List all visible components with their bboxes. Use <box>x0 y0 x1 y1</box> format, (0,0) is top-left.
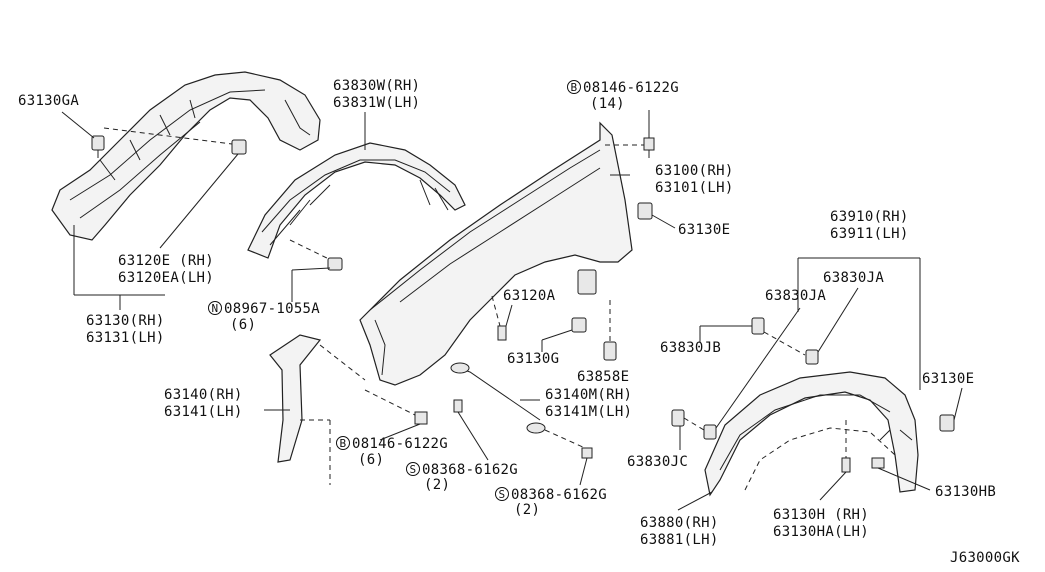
label-63120EA: 63120EA(LH) <box>118 270 215 286</box>
label-08967-code: 08967-1055A <box>224 301 321 317</box>
label-63881: 63881(LH) <box>640 532 719 548</box>
bracket-63140 <box>264 334 366 485</box>
label-08146-top-code: 08146-6122G <box>583 80 680 96</box>
label-63858E: 63858E <box>577 369 630 385</box>
label-63120E: 63120E (RH) <box>118 253 215 269</box>
label-63880: 63880(RH) <box>640 515 719 531</box>
fender-liner-63130 <box>51 71 321 241</box>
screw-08368-a <box>453 399 489 461</box>
label-63140M: 63140M(RH) <box>545 387 633 403</box>
leader-63130 <box>73 225 165 310</box>
label-08368-b-qty: (2) <box>514 502 541 518</box>
label-63910: 63910(RH) <box>830 209 909 225</box>
clip-63858E <box>603 300 617 361</box>
fender-63100 <box>359 121 645 386</box>
clip-63130GA <box>61 111 241 158</box>
arch-molding-63910 <box>704 371 919 497</box>
n-prefix-icon: N <box>208 301 222 315</box>
label-63140: 63140(RH) <box>164 387 243 403</box>
label-63101: 63101(LH) <box>655 180 734 196</box>
clip-63130G <box>541 317 587 352</box>
label-63830W: 63830W(RH) <box>333 78 421 94</box>
bolt-08146-top <box>643 110 655 158</box>
label-08146-top-qty: (14) <box>590 96 625 112</box>
clip-63830JA-a <box>703 307 801 440</box>
label-63830JB: 63830JB <box>660 340 722 356</box>
label-63830JC: 63830JC <box>627 454 689 470</box>
screw-63130HB <box>871 457 931 491</box>
label-63830JA-a: 63830JA <box>765 288 827 304</box>
label-63830JA-b: 63830JA <box>823 270 885 286</box>
label-63130E-top: 63130E <box>678 222 731 238</box>
screw-63130H <box>819 420 851 501</box>
clip-63120E <box>159 139 247 249</box>
label-63130H: 63130H (RH) <box>773 507 870 523</box>
screw-08368-b <box>544 429 593 486</box>
label-63120A: 63120A <box>503 288 556 304</box>
label-63131: 63131(LH) <box>86 330 165 346</box>
label-63130GA: 63130GA <box>18 93 80 109</box>
clip-63130E-top <box>637 202 676 229</box>
clip-63830JC <box>671 409 705 450</box>
label-63130E-right: 63130E <box>922 371 975 387</box>
stay-rod-63140M <box>450 362 546 434</box>
leader-63880 <box>677 491 713 511</box>
label-63911: 63911(LH) <box>830 226 909 242</box>
s-prefix-icon: S <box>495 487 509 501</box>
label-63130HA: 63130HA(LH) <box>773 524 870 540</box>
label-63141: 63141(LH) <box>164 404 243 420</box>
label-63130: 63130(RH) <box>86 313 165 329</box>
b-prefix-icon: B <box>336 436 350 450</box>
clip-63130E-right <box>939 387 963 432</box>
s-prefix-icon: S <box>406 462 420 476</box>
label-63831W: 63831W(LH) <box>333 95 421 111</box>
label-08967-qty: (6) <box>230 317 257 333</box>
label-08146-bottom-code: 08146-6122G <box>352 436 449 452</box>
label-08368-b-code: 08368-6162G <box>511 487 608 503</box>
label-08368-a-qty: (2) <box>424 477 451 493</box>
leader-63910 <box>797 257 921 390</box>
label-08368-a-code: 08368-6162G <box>422 462 519 478</box>
label-63130HB: 63130HB <box>935 484 997 500</box>
label-08146-bottom-qty: (6) <box>358 452 385 468</box>
label-63100: 63100(RH) <box>655 163 734 179</box>
bolt-08146-bottom <box>364 389 428 441</box>
clip-63830JB <box>699 317 806 356</box>
diagram-code: J63000GK <box>950 550 1020 566</box>
b-prefix-icon: B <box>567 80 581 94</box>
splash-shield-63830W <box>247 112 466 302</box>
label-63141M: 63141M(LH) <box>545 404 633 420</box>
clip-63830JA-b <box>805 287 859 365</box>
label-63130G: 63130G <box>507 351 560 367</box>
bolt-63120A <box>491 295 513 341</box>
